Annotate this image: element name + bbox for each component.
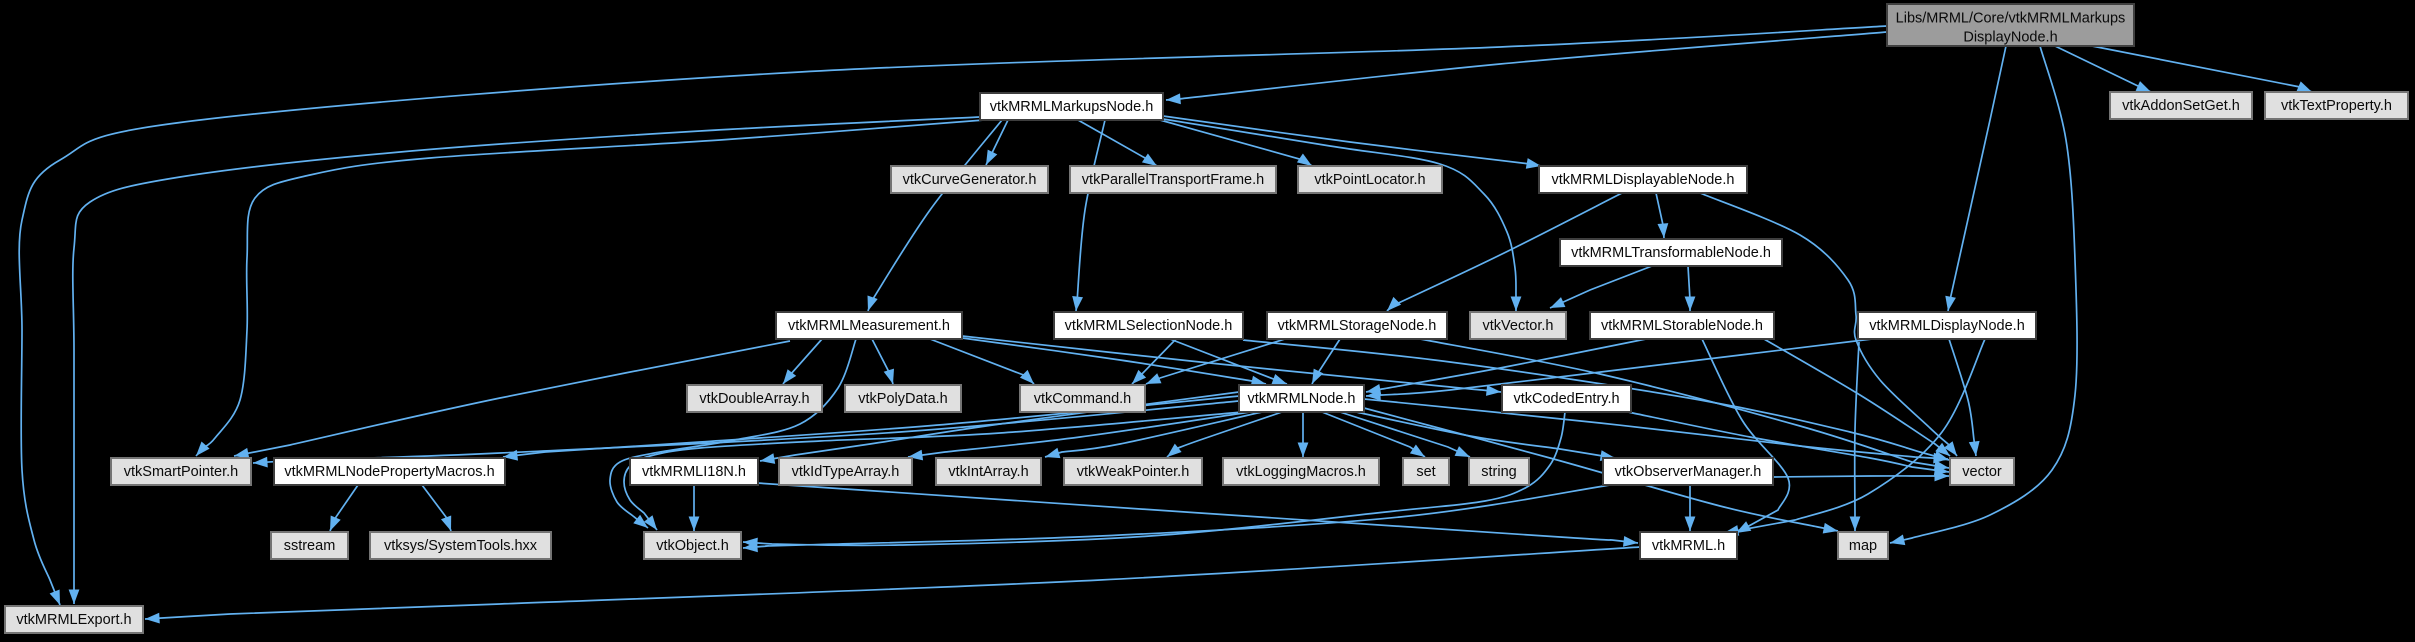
svg-text:map: map <box>1849 538 1877 554</box>
svg-text:vtkCommand.h: vtkCommand.h <box>1034 391 1132 407</box>
svg-text:vtkMRMLI18N.h: vtkMRMLI18N.h <box>642 464 746 480</box>
svg-text:vtkMRMLDisplayNode.h: vtkMRMLDisplayNode.h <box>1869 318 2025 334</box>
svg-text:string: string <box>1481 464 1516 480</box>
svg-text:vtkIntArray.h: vtkIntArray.h <box>948 464 1028 480</box>
svg-text:vtksys/SystemTools.hxx: vtksys/SystemTools.hxx <box>384 538 538 554</box>
svg-text:vtkSmartPointer.h: vtkSmartPointer.h <box>124 464 238 480</box>
svg-text:vtkMRMLStorableNode.h: vtkMRMLStorableNode.h <box>1601 318 1763 334</box>
svg-text:vtkDoubleArray.h: vtkDoubleArray.h <box>699 391 809 407</box>
svg-text:vtkPointLocator.h: vtkPointLocator.h <box>1314 172 1425 188</box>
svg-text:vtkMRMLNodePropertyMacros.h: vtkMRMLNodePropertyMacros.h <box>284 464 494 480</box>
svg-text:vtkPolyData.h: vtkPolyData.h <box>858 391 947 407</box>
svg-text:vtkMRMLStorageNode.h: vtkMRMLStorageNode.h <box>1278 318 1437 334</box>
svg-text:vtkMRMLExport.h: vtkMRMLExport.h <box>16 612 131 628</box>
svg-text:vtkTextProperty.h: vtkTextProperty.h <box>2281 98 2392 114</box>
svg-text:DisplayNode.h: DisplayNode.h <box>1963 30 2057 46</box>
svg-text:set: set <box>1416 464 1435 480</box>
svg-text:vtkObserverManager.h: vtkObserverManager.h <box>1615 464 1762 480</box>
svg-text:vtkMRMLSelectionNode.h: vtkMRMLSelectionNode.h <box>1065 318 1233 334</box>
svg-text:vtkMRMLMarkupsNode.h: vtkMRMLMarkupsNode.h <box>990 99 1154 115</box>
svg-text:vtkObject.h: vtkObject.h <box>656 538 729 554</box>
svg-text:vtkMRML.h: vtkMRML.h <box>1652 538 1725 554</box>
svg-text:sstream: sstream <box>284 538 336 554</box>
svg-text:vtkMRMLNode.h: vtkMRMLNode.h <box>1248 391 1356 407</box>
svg-text:Libs/MRML/Core/vtkMRMLMarkups: Libs/MRML/Core/vtkMRMLMarkups <box>1896 11 2126 27</box>
svg-text:vector: vector <box>1962 464 2002 480</box>
svg-text:vtkMRMLMeasurement.h: vtkMRMLMeasurement.h <box>788 318 950 334</box>
svg-text:vtkLoggingMacros.h: vtkLoggingMacros.h <box>1236 464 1366 480</box>
svg-text:vtkCodedEntry.h: vtkCodedEntry.h <box>1513 391 1619 407</box>
svg-text:vtkVector.h: vtkVector.h <box>1483 318 1554 334</box>
svg-text:vtkParallelTransportFrame.h: vtkParallelTransportFrame.h <box>1082 172 1264 188</box>
svg-text:vtkWeakPointer.h: vtkWeakPointer.h <box>1077 464 1190 480</box>
svg-text:vtkIdTypeArray.h: vtkIdTypeArray.h <box>792 464 900 480</box>
svg-text:vtkAddonSetGet.h: vtkAddonSetGet.h <box>2122 98 2240 114</box>
svg-text:vtkMRMLDisplayableNode.h: vtkMRMLDisplayableNode.h <box>1552 172 1735 188</box>
svg-text:vtkMRMLTransformableNode.h: vtkMRMLTransformableNode.h <box>1571 245 1771 261</box>
svg-text:vtkCurveGenerator.h: vtkCurveGenerator.h <box>903 172 1037 188</box>
